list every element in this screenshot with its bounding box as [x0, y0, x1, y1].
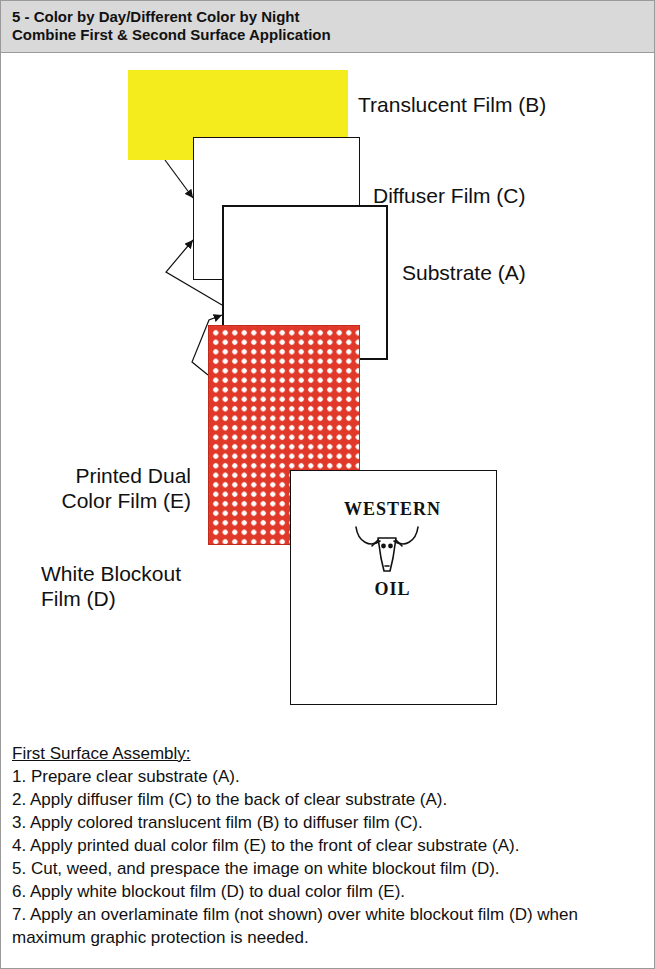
logo-text: WESTERN — [291, 499, 494, 521]
right-eye — [389, 544, 392, 547]
ears — [372, 540, 402, 546]
left-eye — [382, 544, 385, 547]
assembly-step: 1. Prepare clear substrate (A). — [12, 765, 642, 788]
layer-label: Translucent Film (B) — [358, 92, 546, 117]
list-heading: First Surface Assembly: — [12, 742, 642, 765]
assembly-step: 7. Apply an overlaminate film (not shown… — [12, 903, 642, 949]
bull-skull-icon — [356, 527, 418, 571]
assembly-step: 2. Apply diffuser film (C) to the back o… — [12, 788, 642, 811]
layer-label: Diffuser Film (C) — [373, 183, 525, 208]
layer-label: Printed Dual Color Film (E) — [41, 463, 191, 513]
layer-label: Substrate (A) — [402, 260, 526, 285]
white-blockout-film-layer: White Blockout Film (D)WESTERNOIL — [290, 470, 497, 705]
assembly-step: 4. Apply printed dual color film (E) to … — [12, 834, 642, 857]
assembly-step: 3. Apply colored translucent film (B) to… — [12, 811, 642, 834]
layer-label: White Blockout Film (D) — [41, 561, 206, 611]
arrow-connector — [165, 160, 193, 198]
assembly-step: 5. Cut, weed, and prespace the image on … — [12, 857, 642, 880]
assembly-step: 6. Apply white blockout film (D) to dual… — [12, 880, 642, 903]
title-area: 5 - Color by Day/Different Color by Nigh… — [12, 8, 347, 44]
logo-text: OIL — [291, 579, 494, 601]
nose — [385, 565, 389, 567]
skull-face — [378, 538, 396, 571]
page-title: 5 - Color by Day/Different Color by Nigh… — [12, 8, 347, 44]
header-band — [0, 0, 655, 52]
header-rule — [0, 52, 655, 53]
assembly-list: First Surface Assembly:1. Prepare clear … — [12, 742, 642, 949]
